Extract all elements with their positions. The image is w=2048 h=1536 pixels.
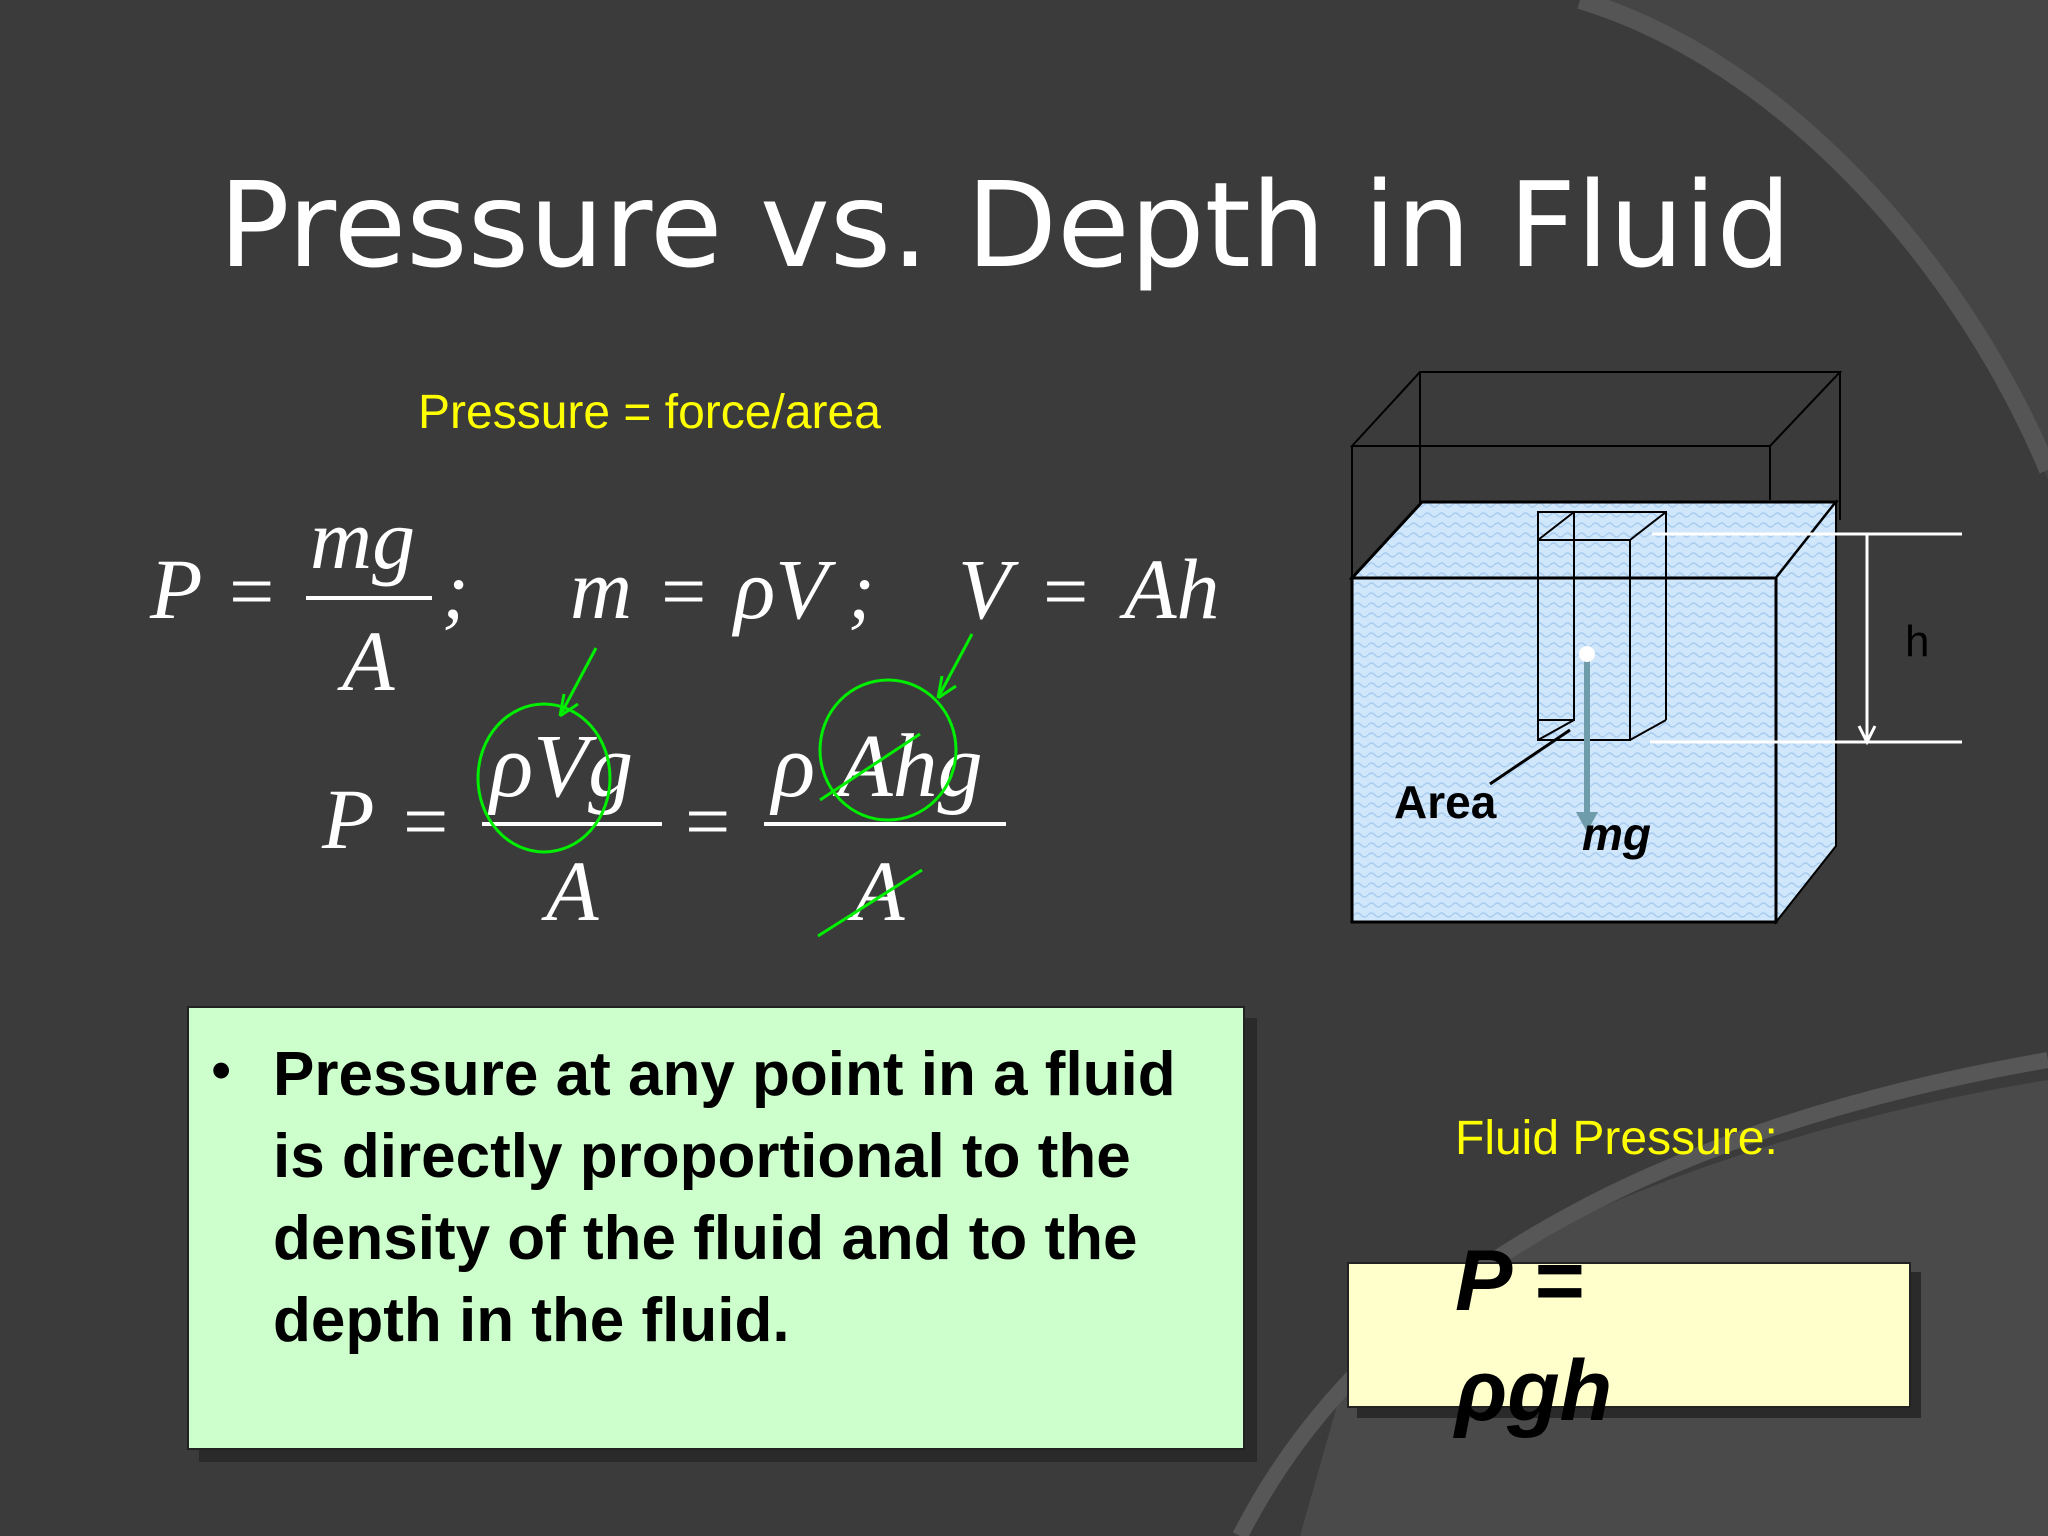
eq1-p: P (149, 541, 203, 637)
eq1-equals-2: = (656, 548, 710, 636)
center-point (1579, 646, 1595, 662)
cancel-a-numerator (819, 732, 921, 802)
mg-arrow-head (1576, 812, 1598, 832)
eq2-fraction-bar-1 (482, 822, 662, 826)
formula-box (1347, 1262, 1911, 1408)
height-markers (1650, 532, 1962, 746)
pressure-definition: Pressure = force/area (418, 386, 881, 439)
label-h: h (1905, 617, 1929, 666)
green-annotations (476, 633, 974, 938)
bg-lower-curve (1232, 1052, 2048, 1536)
fluid-pressure-formula: P = ρgh (1455, 1233, 1613, 1439)
eq1-rho-v: ρV (731, 541, 836, 637)
eq1-numerator: mg (310, 491, 415, 587)
label-area: Area (1394, 776, 1497, 828)
eq1-v: V (958, 541, 1019, 637)
equation-row-2: P = ρVg A = ρ Ahg A (321, 717, 1006, 939)
tank-outline (1349, 371, 1843, 580)
bg-curve-outer (1577, 0, 2048, 474)
eq1-equals: = (224, 548, 278, 636)
fluid-pressure-label: Fluid Pressure: (1455, 1112, 1778, 1165)
water-front (1350, 576, 1778, 924)
eq2-denominator-1: A (541, 843, 599, 939)
slide-title: Pressure vs. Depth in Fluid (218, 156, 1792, 294)
eq2-equals-2: = (680, 778, 734, 866)
bg-curve-band (1580, 0, 2048, 480)
eq1-fraction-bar (306, 596, 432, 600)
cancel-a-denominator (817, 868, 923, 938)
eq2-numerator-1: ρVg (487, 717, 633, 816)
label-mg: mg (1582, 808, 1651, 860)
eq2-p: P (321, 771, 375, 867)
equation-row-1: P = mg A ; m = ρV ; V = Ah (149, 491, 1220, 709)
circle-rhoA (818, 678, 958, 822)
key-point-text: Pressure at any point in a fluid is dire… (273, 1040, 1176, 1355)
water-right-side (1775, 499, 1837, 925)
eq1-denominator: A (337, 613, 395, 709)
water-volume (1348, 499, 1840, 925)
circle-rhoV (476, 702, 612, 854)
water-column (1537, 511, 1667, 741)
eq2-fraction-bar-2 (764, 822, 1006, 826)
key-point-box: • Pressure at any point in a fluid is di… (187, 1006, 1245, 1450)
eq1-equals-3: = (1038, 548, 1092, 636)
arrow-v-to-ah (938, 633, 974, 695)
eq2-equals: = (398, 778, 452, 866)
fluid-tank-diagram: h Area mg (1348, 371, 1962, 925)
eq1-semicolon: ; (442, 548, 469, 636)
arrow-m-to-rhoV (560, 647, 598, 713)
arrowhead-v-to-ah (936, 675, 957, 700)
eq1-semicolon-2: ; (848, 548, 875, 636)
eq1-m: m (570, 541, 632, 637)
equations: P = mg A ; m = ρV ; V = Ah P = ρVg A = ρ… (149, 491, 1220, 939)
eq2-numerator-2: ρ Ahg (769, 717, 983, 816)
bullet-marker: • (211, 1038, 232, 1103)
mg-arrow-shaft (1584, 656, 1590, 816)
area-pointer (1489, 728, 1571, 786)
eq1-ah: Ah (1119, 541, 1220, 637)
eq2-denominator-2: A (847, 843, 905, 939)
